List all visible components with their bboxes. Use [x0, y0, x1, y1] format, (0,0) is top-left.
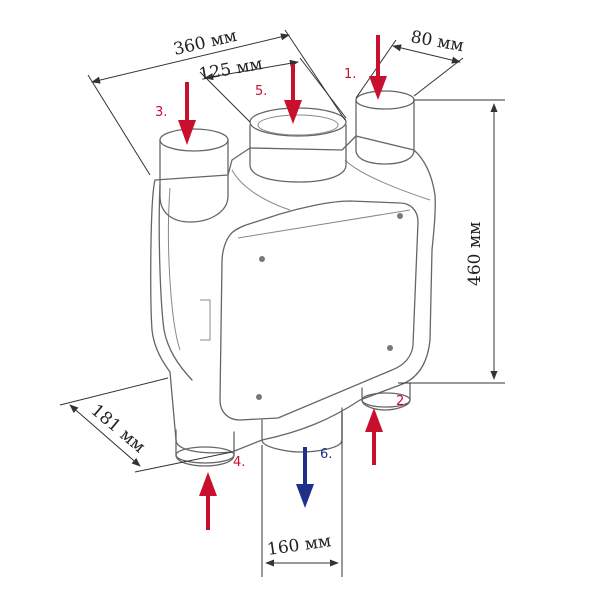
port-label-2: 2. [396, 394, 408, 409]
spigot-1 [355, 90, 415, 165]
dimension-80: 80 мм [355, 27, 465, 99]
port-label-1: 1. [344, 67, 356, 82]
spigot-2 [361, 382, 411, 411]
dimension-125-label: 125 мм [197, 54, 264, 85]
port-label-5: 5. [255, 84, 267, 99]
spigot-4 [175, 429, 235, 467]
arrow-port-5 [284, 64, 302, 124]
arrow-port-3 [178, 82, 196, 145]
port-label-4: 4. [233, 455, 245, 470]
port-label-3: 3. [155, 105, 167, 120]
spigot-6 [261, 407, 343, 453]
unit-body [150, 135, 436, 454]
arrow-port-1 [369, 35, 387, 100]
arrow-port-6 [296, 447, 314, 508]
spigot-3 [159, 128, 229, 223]
arrow-port-2 [365, 408, 383, 465]
port-label-6: 6. [320, 447, 332, 462]
dimension-181: 181 мм [59, 377, 233, 473]
dimension-360: 360 мм [87, 26, 346, 176]
dimension-460: 460 мм [398, 99, 505, 384]
dimension-181-label: 181 мм [87, 401, 149, 458]
dimension-460-label: 460 мм [465, 222, 485, 286]
spigot-5 [249, 107, 347, 183]
arrow-port-4 [199, 472, 217, 530]
dimension-160-label: 160 мм [266, 531, 332, 560]
